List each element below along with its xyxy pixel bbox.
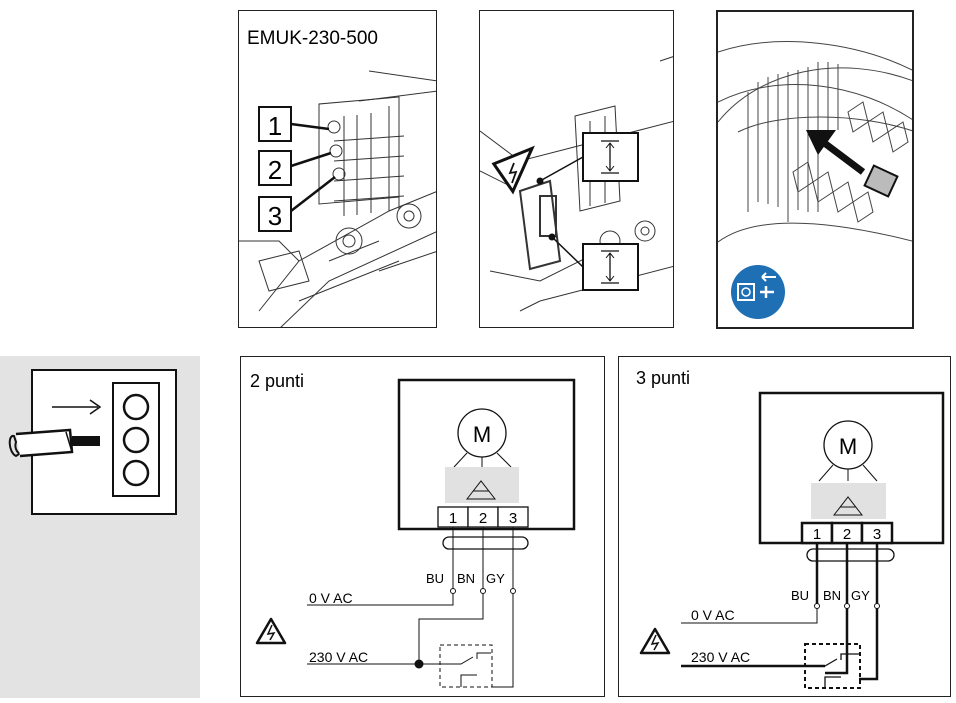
photo-actuator-dial	[716, 10, 914, 329]
wire-insertion-panel	[0, 356, 200, 698]
vertical-arrow-label-top	[582, 132, 639, 182]
wire-color-bu: BU	[426, 571, 444, 586]
callout-2: 2	[268, 155, 282, 185]
terminal-hole-3	[122, 459, 150, 487]
supply-line-label: 230 V AC	[691, 649, 750, 665]
disconnect-power-icon	[731, 265, 785, 319]
callout-1: 1	[268, 111, 282, 141]
wire-color-gy: GY	[851, 588, 870, 603]
insert-arrow-icon	[52, 399, 102, 415]
terminal-hole-1	[122, 393, 150, 421]
wiring-diagram-2-point: 2 punti M 1 2 3 BU BN GY	[240, 356, 605, 697]
wiring-diagram-3-point: 3 punti M 1 2 3 BU BN	[618, 356, 951, 697]
terminal-strip: 1 2 3	[800, 521, 894, 545]
wire-color-bu: BU	[791, 588, 809, 603]
wire-color-bn: BN	[457, 571, 475, 586]
cable-sleeve	[442, 536, 529, 550]
supply-line-label: 230 V AC	[309, 649, 368, 665]
supply-neutral-label: 0 V AC	[691, 607, 735, 623]
high-voltage-warning-icon	[491, 145, 535, 195]
terminal-hole-2	[122, 426, 150, 454]
vertical-arrow-label-bottom	[582, 243, 639, 291]
wire-color-gy: GY	[486, 571, 505, 586]
terminal-3: 3	[873, 526, 881, 543]
photo-voltage-warning	[479, 10, 674, 328]
terminal-3: 3	[509, 510, 517, 527]
terminal-callouts: 1 2 3	[258, 106, 336, 232]
motor-label: M	[473, 422, 491, 447]
diagram-title: 2 punti	[250, 371, 304, 391]
motor-label: M	[839, 434, 857, 459]
electrical-hazard-icon	[255, 617, 287, 645]
terminal-strip: 1 2 3	[437, 506, 529, 528]
electrical-hazard-icon	[639, 627, 671, 655]
photo-terminal-block: EMUK-230-500	[238, 10, 437, 328]
arrow-pointer-icon	[806, 130, 866, 175]
terminal-2: 2	[843, 526, 851, 543]
terminal-1: 1	[449, 510, 457, 527]
callout-3: 3	[268, 201, 282, 231]
wire-icon	[8, 428, 100, 458]
supply-neutral-label: 0 V AC	[309, 590, 353, 606]
selector-switch	[863, 164, 899, 198]
cable-sleeve	[806, 548, 895, 562]
terminal-2: 2	[479, 510, 487, 527]
switch-symbol	[439, 644, 493, 688]
model-label: EMUK-230-500	[247, 28, 378, 49]
terminal-1: 1	[813, 526, 821, 543]
diagram-title: 3 punti	[636, 368, 690, 388]
switch-symbol	[804, 643, 861, 689]
wire-color-bn: BN	[823, 588, 841, 603]
